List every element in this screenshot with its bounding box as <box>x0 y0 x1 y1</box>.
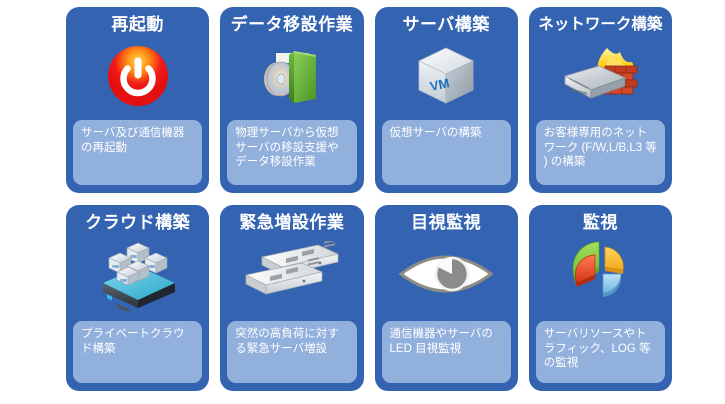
svg-text:VM: VM <box>429 75 451 94</box>
card-title: データ移設作業 <box>230 15 354 34</box>
service-card-data-migration[interactable]: データ移設作業 <box>220 7 364 193</box>
service-card-reboot[interactable]: 再起動 サーバ及び通信機器の再起動 <box>66 7 210 193</box>
service-card-grid: 再起動 サーバ及び通信機器の再起動 <box>66 7 672 391</box>
service-card-visual-monitoring[interactable]: 目視監視 通信機器やサーバの LED 目視監視 <box>374 205 518 391</box>
service-card-server-build[interactable]: サーバ構築 <box>374 7 518 193</box>
card-title: ネットワーク構築 <box>538 16 663 33</box>
eye-icon <box>382 235 511 313</box>
card-description: お客様専用のネットワーク (F/W,L/B,L3 等 ) の構築 <box>535 120 665 185</box>
vm-cube-icon: VM <box>382 37 511 115</box>
svg-text:VM: VM <box>130 254 137 259</box>
card-description: 突然の高負荷に対する緊急サーバ増設 <box>227 321 357 383</box>
service-card-network-build[interactable]: ネットワーク構築 <box>528 7 672 193</box>
card-description: プライベートクラウド構築 <box>73 321 203 383</box>
card-description: 通信機器やサーバの LED 目視監視 <box>381 321 511 383</box>
svg-text:VM: VM <box>120 278 127 283</box>
service-card-cloud-build[interactable]: クラウド構築 <box>66 205 210 391</box>
card-title: クラウド構築 <box>85 213 191 232</box>
firewall-router-icon <box>536 37 665 115</box>
card-description: 仮想サーバの構築 <box>381 120 511 185</box>
service-card-emergency-expansion[interactable]: 緊急増設作業 <box>220 205 364 391</box>
pie-chart-icon <box>536 235 665 313</box>
card-title: 監視 <box>582 213 618 232</box>
card-description: サーバリソースやトラフィック、LOG 等の監視 <box>535 321 665 383</box>
power-button-icon <box>73 37 202 115</box>
card-description: サーバ及び通信機器の再起動 <box>73 120 203 185</box>
disc-migration-icon <box>227 37 356 115</box>
card-title: 緊急増設作業 <box>239 213 345 232</box>
svg-text:VM: VM <box>148 264 155 269</box>
card-title: 目視監視 <box>411 213 482 232</box>
rack-servers-icon <box>227 235 356 313</box>
card-title: サーバ構築 <box>402 15 490 34</box>
service-card-monitoring[interactable]: 監視 <box>528 205 672 391</box>
svg-text:VM: VM <box>112 264 119 269</box>
card-description: 物理サーバから仮想サーバの移設支援やデータ移設作業 <box>227 120 357 185</box>
card-title: 再起動 <box>111 15 164 34</box>
cloud-vm-stack-icon: VM VM VM <box>73 235 202 313</box>
